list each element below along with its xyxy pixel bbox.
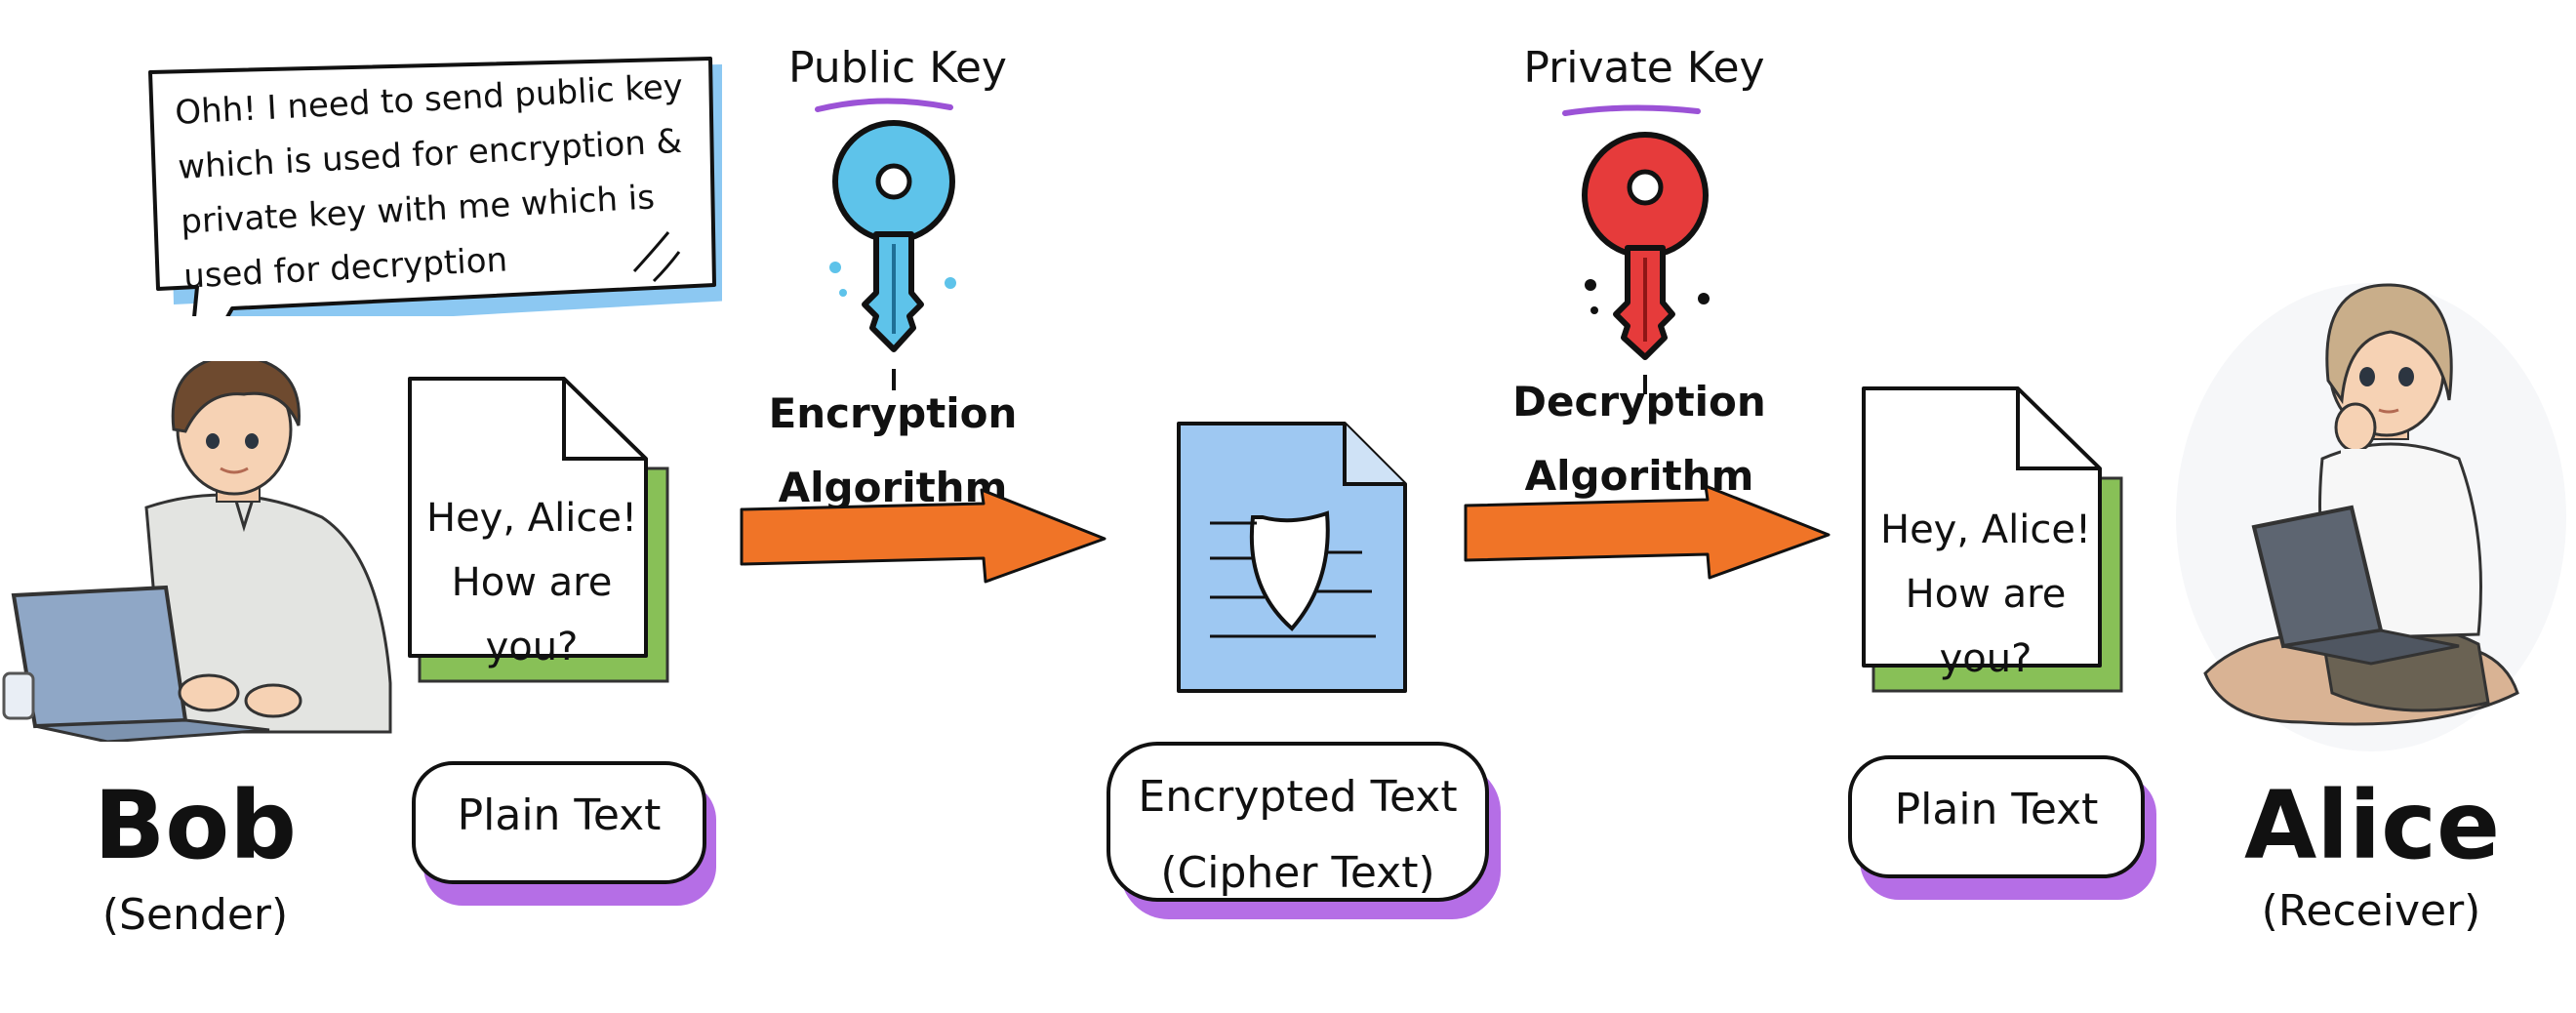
encrypted-document — [1177, 422, 1407, 693]
algorithm-line: Decryption — [1512, 378, 1766, 425]
public-key-title: Public Key — [788, 43, 1007, 93]
bob-illustration — [2, 361, 392, 742]
private-key-title: Private Key — [1523, 43, 1765, 93]
receiver-role: (Receiver) — [2261, 886, 2481, 936]
encryption-algorithm-label: Encryption Algorithm — [761, 377, 1025, 525]
sender-role: (Sender) — [101, 890, 289, 940]
plain-text-label-right: Plain Text — [1894, 785, 2099, 834]
cipher-text-line: (Cipher Text) — [1160, 848, 1435, 898]
document-line: How are you? — [451, 560, 613, 669]
plain-text-label-left-box — [412, 761, 716, 906]
speech-bubble-text: Ohh! I need to send public key which is … — [174, 58, 731, 304]
decryption-arrow — [1464, 484, 1831, 580]
plain-document-right-text: Hey, Alice! How are you? — [1864, 498, 2108, 691]
receiver-name: Alice — [2244, 771, 2501, 880]
document-line: Hey, Alice! — [1879, 507, 2091, 552]
alice-illustration — [2176, 283, 2566, 751]
plain-document-left — [408, 377, 669, 683]
encrypted-text-label: Encrypted Text (Cipher Text) — [1108, 759, 1487, 912]
speech-bubble — [148, 57, 722, 316]
encryption-arrow — [740, 488, 1107, 584]
sender-name: Bob — [94, 771, 297, 880]
encrypted-text-label-box — [1107, 742, 1501, 919]
plain-document-right — [1862, 386, 2123, 693]
plain-text-label-left: Plain Text — [457, 790, 662, 840]
document-line: How are you? — [1905, 572, 2067, 681]
plain-document-left-text: Hey, Alice! How are you? — [410, 486, 654, 679]
encrypted-text-line: Encrypted Text — [1138, 772, 1458, 822]
plain-text-label-right-box — [1848, 755, 2156, 900]
algorithm-line: Encryption — [768, 389, 1018, 437]
private-key-icon — [1562, 104, 1710, 394]
document-line: Hey, Alice! — [425, 496, 637, 541]
public-key-icon — [815, 98, 956, 390]
